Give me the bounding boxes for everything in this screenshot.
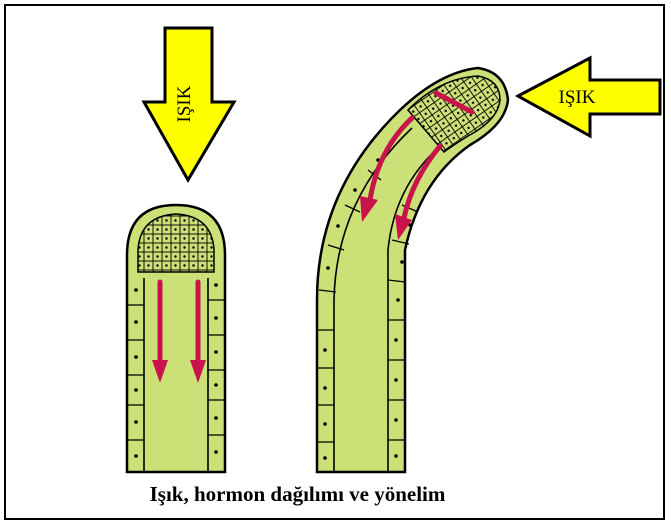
straight-shoot <box>127 205 225 472</box>
side-arrow-label: IŞIK <box>559 87 596 108</box>
figure-caption: Işık, hormon dağılımı ve yönelim <box>0 482 595 507</box>
light-arrow-side: IŞIK <box>518 58 660 136</box>
top-arrow-label: IŞIK <box>174 85 195 122</box>
light-arrow-top: IŞIK <box>144 28 234 180</box>
bent-shoot <box>317 68 508 472</box>
